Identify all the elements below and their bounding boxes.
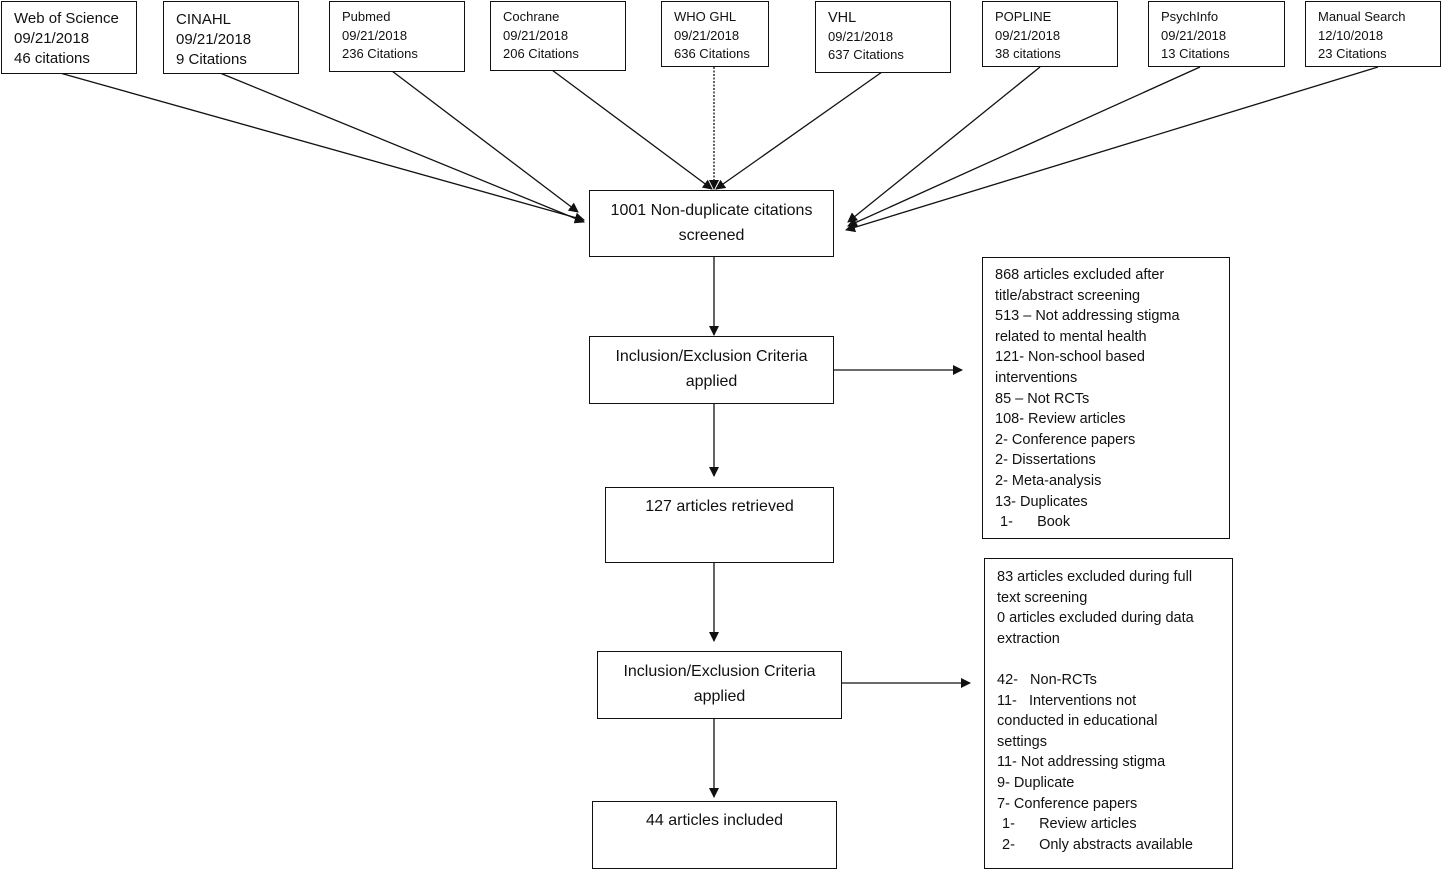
source-name: WHO GHL — [674, 9, 737, 24]
arrow-cochrane — [551, 69, 713, 190]
source-box-popline: POPLINE 09/21/2018 38 citations — [982, 1, 1118, 67]
exclusion1-line: related to mental health — [995, 328, 1147, 345]
source-name: PsychInfo — [1161, 9, 1219, 24]
exclusion2-line: 7- Conference papers — [997, 795, 1138, 812]
source-name: Pubmed — [342, 9, 391, 24]
exclusion2-line: 11- Not addressing stigma — [997, 754, 1166, 771]
source-date: 09/21/2018 — [828, 28, 894, 44]
exclusion2-line: 0 articles excluded during data — [997, 610, 1194, 627]
source-count: 636 Citations — [674, 46, 750, 61]
exclusion2-line: 11- Interventions not — [997, 692, 1137, 709]
exclusion1-line: 1- Book — [1000, 514, 1071, 531]
source-date: 09/21/2018 — [342, 27, 408, 43]
criteria1-box: Inclusion/Exclusion Criteria applied — [589, 336, 834, 404]
exclusion2-line: 9- Duplicate — [997, 774, 1075, 791]
exclusion2-line: 83 articles excluded during full — [997, 569, 1193, 585]
exclusion2-line: conducted in educational — [997, 713, 1158, 730]
source-count: 236 Citations — [342, 46, 418, 61]
source-count: 206 Citations — [503, 46, 579, 61]
criteria1-line1: Inclusion/Exclusion Criteria — [615, 348, 808, 365]
source-date: 09/21/2018 — [176, 31, 252, 48]
screened-line2: screened — [678, 227, 745, 244]
exclusion1-line: 513 – Not addressing stigma — [995, 308, 1180, 325]
source-box-manual-search: Manual Search 12/10/2018 23 Citations — [1305, 1, 1441, 67]
screened-line1: 1001 Non-duplicate citations — [610, 202, 813, 219]
retrieved-label: 127 articles retrieved — [645, 498, 794, 515]
source-name: VHL — [828, 10, 857, 26]
exclusion1-line: 85 – Not RCTs — [995, 390, 1090, 407]
exclusion2-line: settings — [997, 733, 1047, 750]
source-name: POPLINE — [995, 9, 1052, 24]
source-name: Manual Search — [1318, 9, 1406, 24]
source-name: Cochrane — [503, 9, 560, 24]
exclusion2-line — [997, 649, 1232, 670]
included-box: 44 articles included — [592, 801, 837, 869]
source-count: 9 Citations — [176, 51, 247, 68]
source-box-cinahl: CINAHL 09/21/2018 9 Citations — [163, 1, 299, 74]
exclusion1-box: 868 articles excluded after title/abstra… — [982, 257, 1230, 539]
criteria2-line1: Inclusion/Exclusion Criteria — [623, 663, 816, 680]
exclusion1-line: 121- Non-school based — [995, 349, 1145, 366]
source-count: 13 Citations — [1161, 46, 1230, 61]
source-box-vhl: VHL 09/21/2018 637 Citations — [815, 1, 951, 73]
exclusion1-line: 2- Dissertations — [995, 452, 1096, 469]
retrieved-box: 127 articles retrieved — [605, 487, 834, 563]
exclusion1-line: 108- Review articles — [995, 411, 1126, 428]
source-box-web-of-science: Web of Science 09/21/2018 46 citations — [1, 1, 137, 74]
source-count: 38 citations — [995, 46, 1061, 61]
source-box-pubmed: Pubmed 09/21/2018 236 Citations — [329, 1, 465, 72]
exclusion2-line: 42- Non-RCTs — [997, 671, 1097, 688]
source-name: Web of Science — [14, 10, 119, 27]
included-label: 44 articles included — [646, 812, 783, 829]
exclusion2-line: text screening — [997, 589, 1088, 606]
arrow-popline — [847, 66, 1041, 223]
source-count: 637 Citations — [828, 47, 904, 62]
source-date: 09/21/2018 — [14, 30, 90, 47]
exclusion1-line: title/abstract screening — [995, 287, 1141, 304]
screened-box: 1001 Non-duplicate citations screened — [589, 190, 834, 257]
arrow-wos — [59, 72, 585, 223]
source-count: 23 Citations — [1318, 46, 1387, 61]
arrow-cinahl — [219, 72, 585, 224]
criteria2-line2: applied — [693, 688, 746, 705]
exclusion2-line: 2- Only abstracts available — [1002, 836, 1193, 853]
source-box-cochrane: Cochrane 09/21/2018 206 Citations — [490, 1, 626, 71]
exclusion2-line: 1- Review articles — [1002, 816, 1137, 833]
source-box-who-ghl: WHO GHL 09/21/2018 636 Citations — [661, 1, 769, 67]
arrow-vhl — [715, 71, 883, 190]
source-date: 09/21/2018 — [1161, 27, 1227, 43]
source-name: CINAHL — [176, 11, 232, 28]
exclusion1-line: 13- Duplicates — [995, 493, 1088, 510]
arrow-pubmed — [391, 70, 579, 213]
exclusion1-line: 2- Conference papers — [995, 431, 1136, 448]
exclusion2-line: extraction — [997, 630, 1060, 647]
criteria1-line2: applied — [685, 373, 738, 390]
source-date: 09/21/2018 — [674, 27, 740, 43]
source-count: 46 citations — [14, 50, 90, 67]
exclusion1-line: 868 articles excluded after — [995, 267, 1165, 283]
exclusion1-line: interventions — [995, 369, 1078, 386]
source-date: 09/21/2018 — [503, 27, 569, 43]
exclusion2-box: 83 articles excluded during full text sc… — [984, 558, 1233, 869]
arrow-psychinfo — [847, 66, 1201, 227]
source-date: 12/10/2018 — [1318, 27, 1384, 43]
exclusion1-line: 2- Meta-analysis — [995, 472, 1102, 489]
source-date: 09/21/2018 — [995, 27, 1061, 43]
source-box-psychinfo: PsychInfo 09/21/2018 13 Citations — [1148, 1, 1285, 67]
arrow-manual — [845, 66, 1379, 233]
criteria2-box: Inclusion/Exclusion Criteria applied — [597, 651, 842, 719]
